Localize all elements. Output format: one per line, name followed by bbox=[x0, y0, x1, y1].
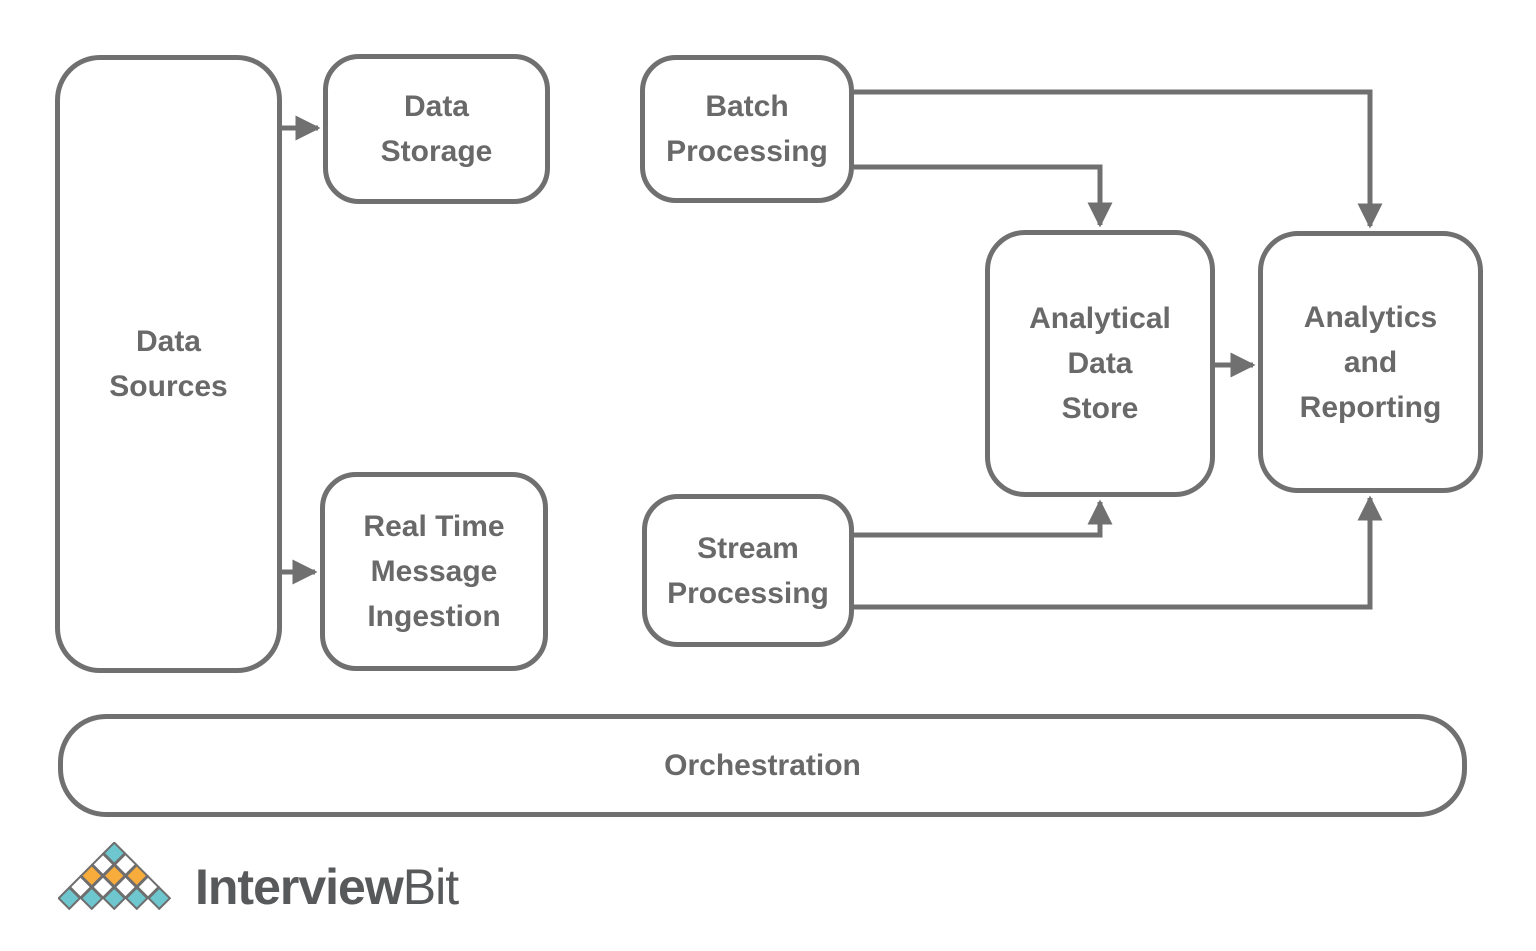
node-stream-processing: Stream Processing bbox=[642, 494, 854, 647]
node-orchestration-label: Orchestration bbox=[664, 749, 861, 782]
node-analytics-and-reporting: Analytics and Reporting bbox=[1258, 231, 1483, 493]
node-batch-processing-label: Batch Processing bbox=[666, 90, 828, 168]
node-data-storage: Data Storage bbox=[323, 54, 550, 204]
connection-stream-analyticalstore bbox=[854, 499, 1113, 538]
node-real-time-message-ingestion: Real Time Message Ingestion bbox=[320, 472, 548, 671]
node-real-time-message-ingestion-label: Real Time Message Ingestion bbox=[363, 510, 505, 633]
node-analytical-data-store: Analytical Data Store bbox=[985, 230, 1215, 497]
interviewbit-logo: InterviewBit bbox=[58, 838, 459, 915]
interviewbit-pyramid-icon bbox=[58, 842, 171, 910]
node-data-sources-label: Data Sources bbox=[109, 325, 228, 403]
node-analytics-and-reporting-label: Analytics and Reporting bbox=[1299, 300, 1442, 424]
interviewbit-wordmark: InterviewBit bbox=[195, 859, 459, 915]
brand-text-bit: Bit bbox=[402, 859, 459, 915]
node-data-storage-label: Data Storage bbox=[380, 90, 493, 168]
node-data-sources: Data Sources bbox=[55, 55, 282, 673]
node-stream-processing-label: Stream Processing bbox=[667, 531, 829, 610]
node-orchestration: Orchestration bbox=[58, 714, 1467, 817]
node-analytical-data-store-label: Analytical Data Store bbox=[1029, 302, 1171, 425]
connection-batch-analyticsreporting bbox=[854, 89, 1383, 229]
brand-text-interview: Interview bbox=[195, 859, 404, 915]
connection-stream-analyticsreporting bbox=[854, 495, 1383, 610]
node-batch-processing: Batch Processing bbox=[640, 55, 854, 203]
connection-batch-analyticalstore bbox=[854, 164, 1113, 228]
